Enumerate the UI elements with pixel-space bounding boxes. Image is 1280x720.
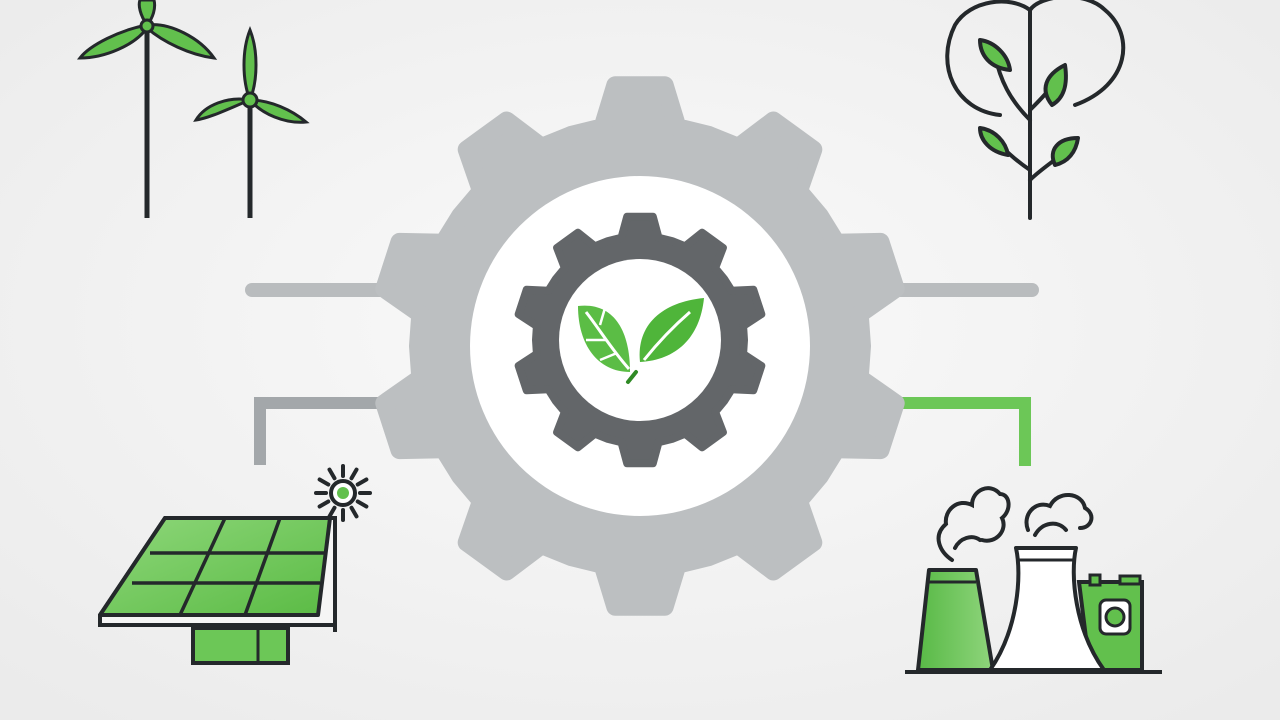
small-gear-hole <box>559 259 721 421</box>
sun-ray <box>317 499 331 509</box>
sun-ray <box>349 467 359 481</box>
sun-ray <box>355 477 369 487</box>
factory-icon <box>905 546 1162 674</box>
sun-ray <box>327 467 337 481</box>
solar-panel-icon <box>98 516 337 665</box>
leaf-icon <box>578 298 704 384</box>
sun-ray <box>355 499 369 509</box>
sun-ray <box>327 505 337 519</box>
sun-icon <box>314 464 372 522</box>
sun-ray <box>317 477 331 487</box>
wind-turbine-icon <box>76 0 310 218</box>
smoke-icon <box>936 486 1094 562</box>
tree-icon <box>945 0 1126 220</box>
sun-ray <box>349 505 359 519</box>
